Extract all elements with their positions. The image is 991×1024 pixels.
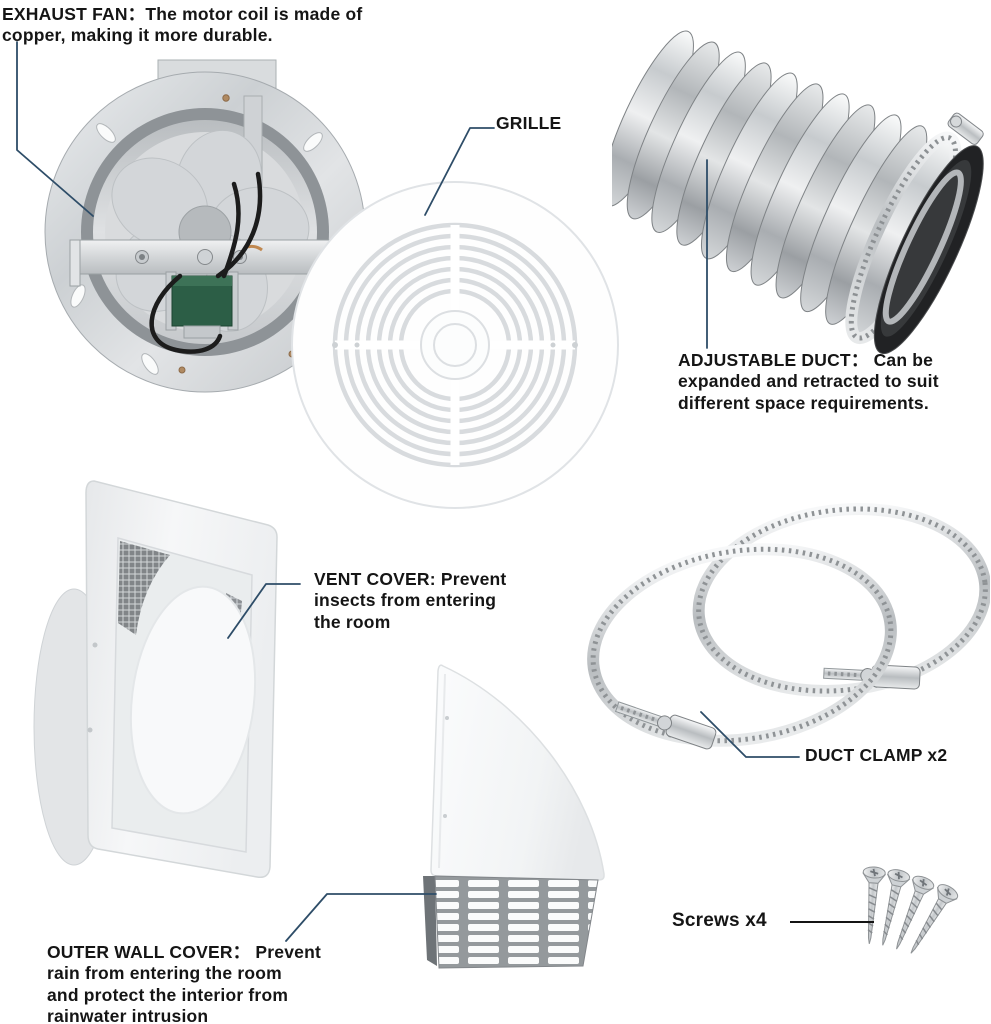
vent-cover-insect-mesh [118,541,170,635]
outer-wall-cover-caption: OUTER WALL COVER： Prevent rain from ente… [47,942,322,1024]
wall-cover-louver-grid [434,875,599,969]
grille-caption: GRILLE [496,113,562,133]
vent-cover-photo [33,480,278,879]
grille-center-disc [420,310,490,380]
outer-wall-cover-photo [423,664,605,969]
vent-cover-flap [129,585,257,815]
adjustable-duct-photo [612,30,984,355]
grille-pin-dots [332,342,578,348]
fan-wires [149,171,263,354]
screws-caption: Screws x4 [672,910,767,931]
fan-flange-holes [70,123,323,375]
duct-clamps-photo [587,502,990,750]
duct-body [612,30,984,355]
fan-motor [165,244,263,339]
screws-photo [857,865,961,960]
duct-clamp-caption: DUCT CLAMP x2 [805,745,948,765]
adjustable-duct-caption: ADJUSTABLE DUCT： Can be expanded and ret… [678,350,939,413]
wall-cover-hood [430,664,605,881]
duct-clamp-right [692,502,990,698]
exhaust-fan-caption: EXHAUST FAN：The motor coil is made of co… [2,4,363,46]
grille-photo [291,181,619,509]
duct-clamp-worm-screw [947,112,984,145]
vent-cover-caption: VENT COVER: Prevent insects from enterin… [314,569,507,632]
exhaust-fan-photo [44,59,366,393]
wall-cover-louver-side [423,876,437,966]
